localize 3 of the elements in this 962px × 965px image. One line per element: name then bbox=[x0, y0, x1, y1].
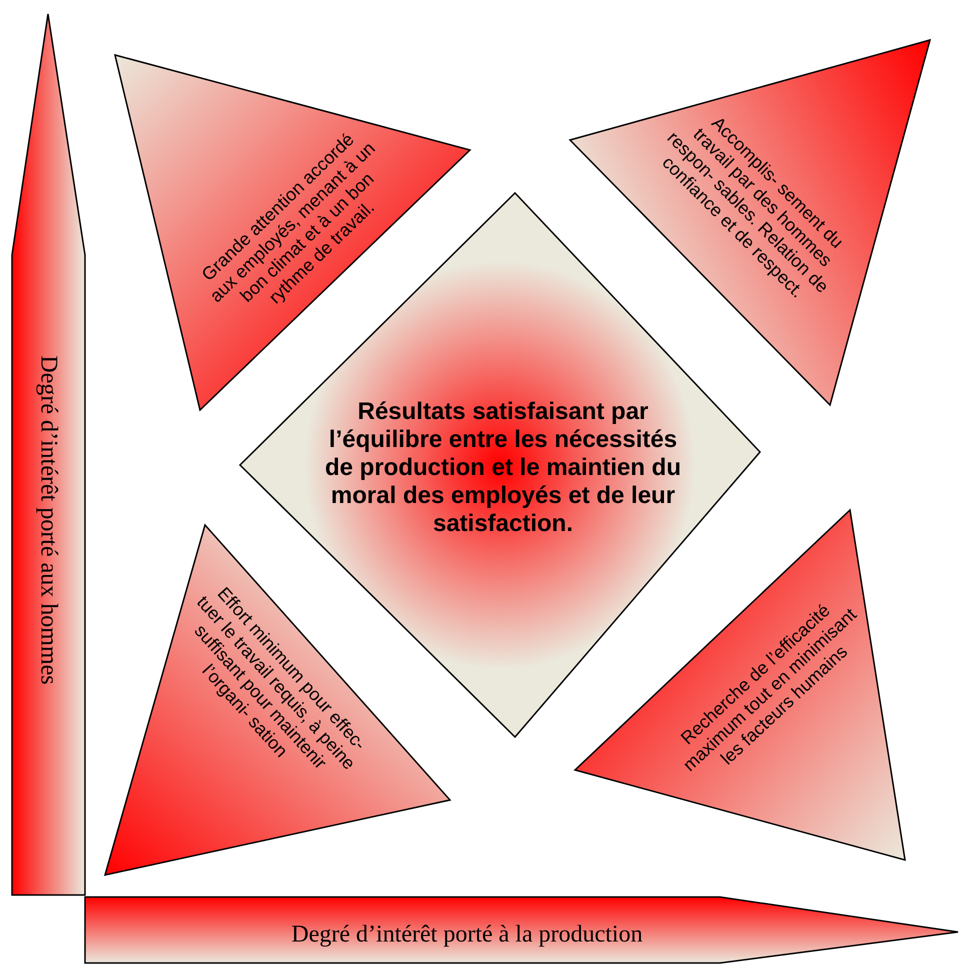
shape-text: Résultats satisfaisant par l’équilibre entre les nécessités de production et le maintien du moral des employés et de leur satisfaction. bbox=[324, 398, 682, 538]
axis-label: Degré d’intérêt porté à la production bbox=[290, 922, 644, 948]
axis-label: Degré d’intérêt porté aux hommes bbox=[34, 354, 62, 687]
